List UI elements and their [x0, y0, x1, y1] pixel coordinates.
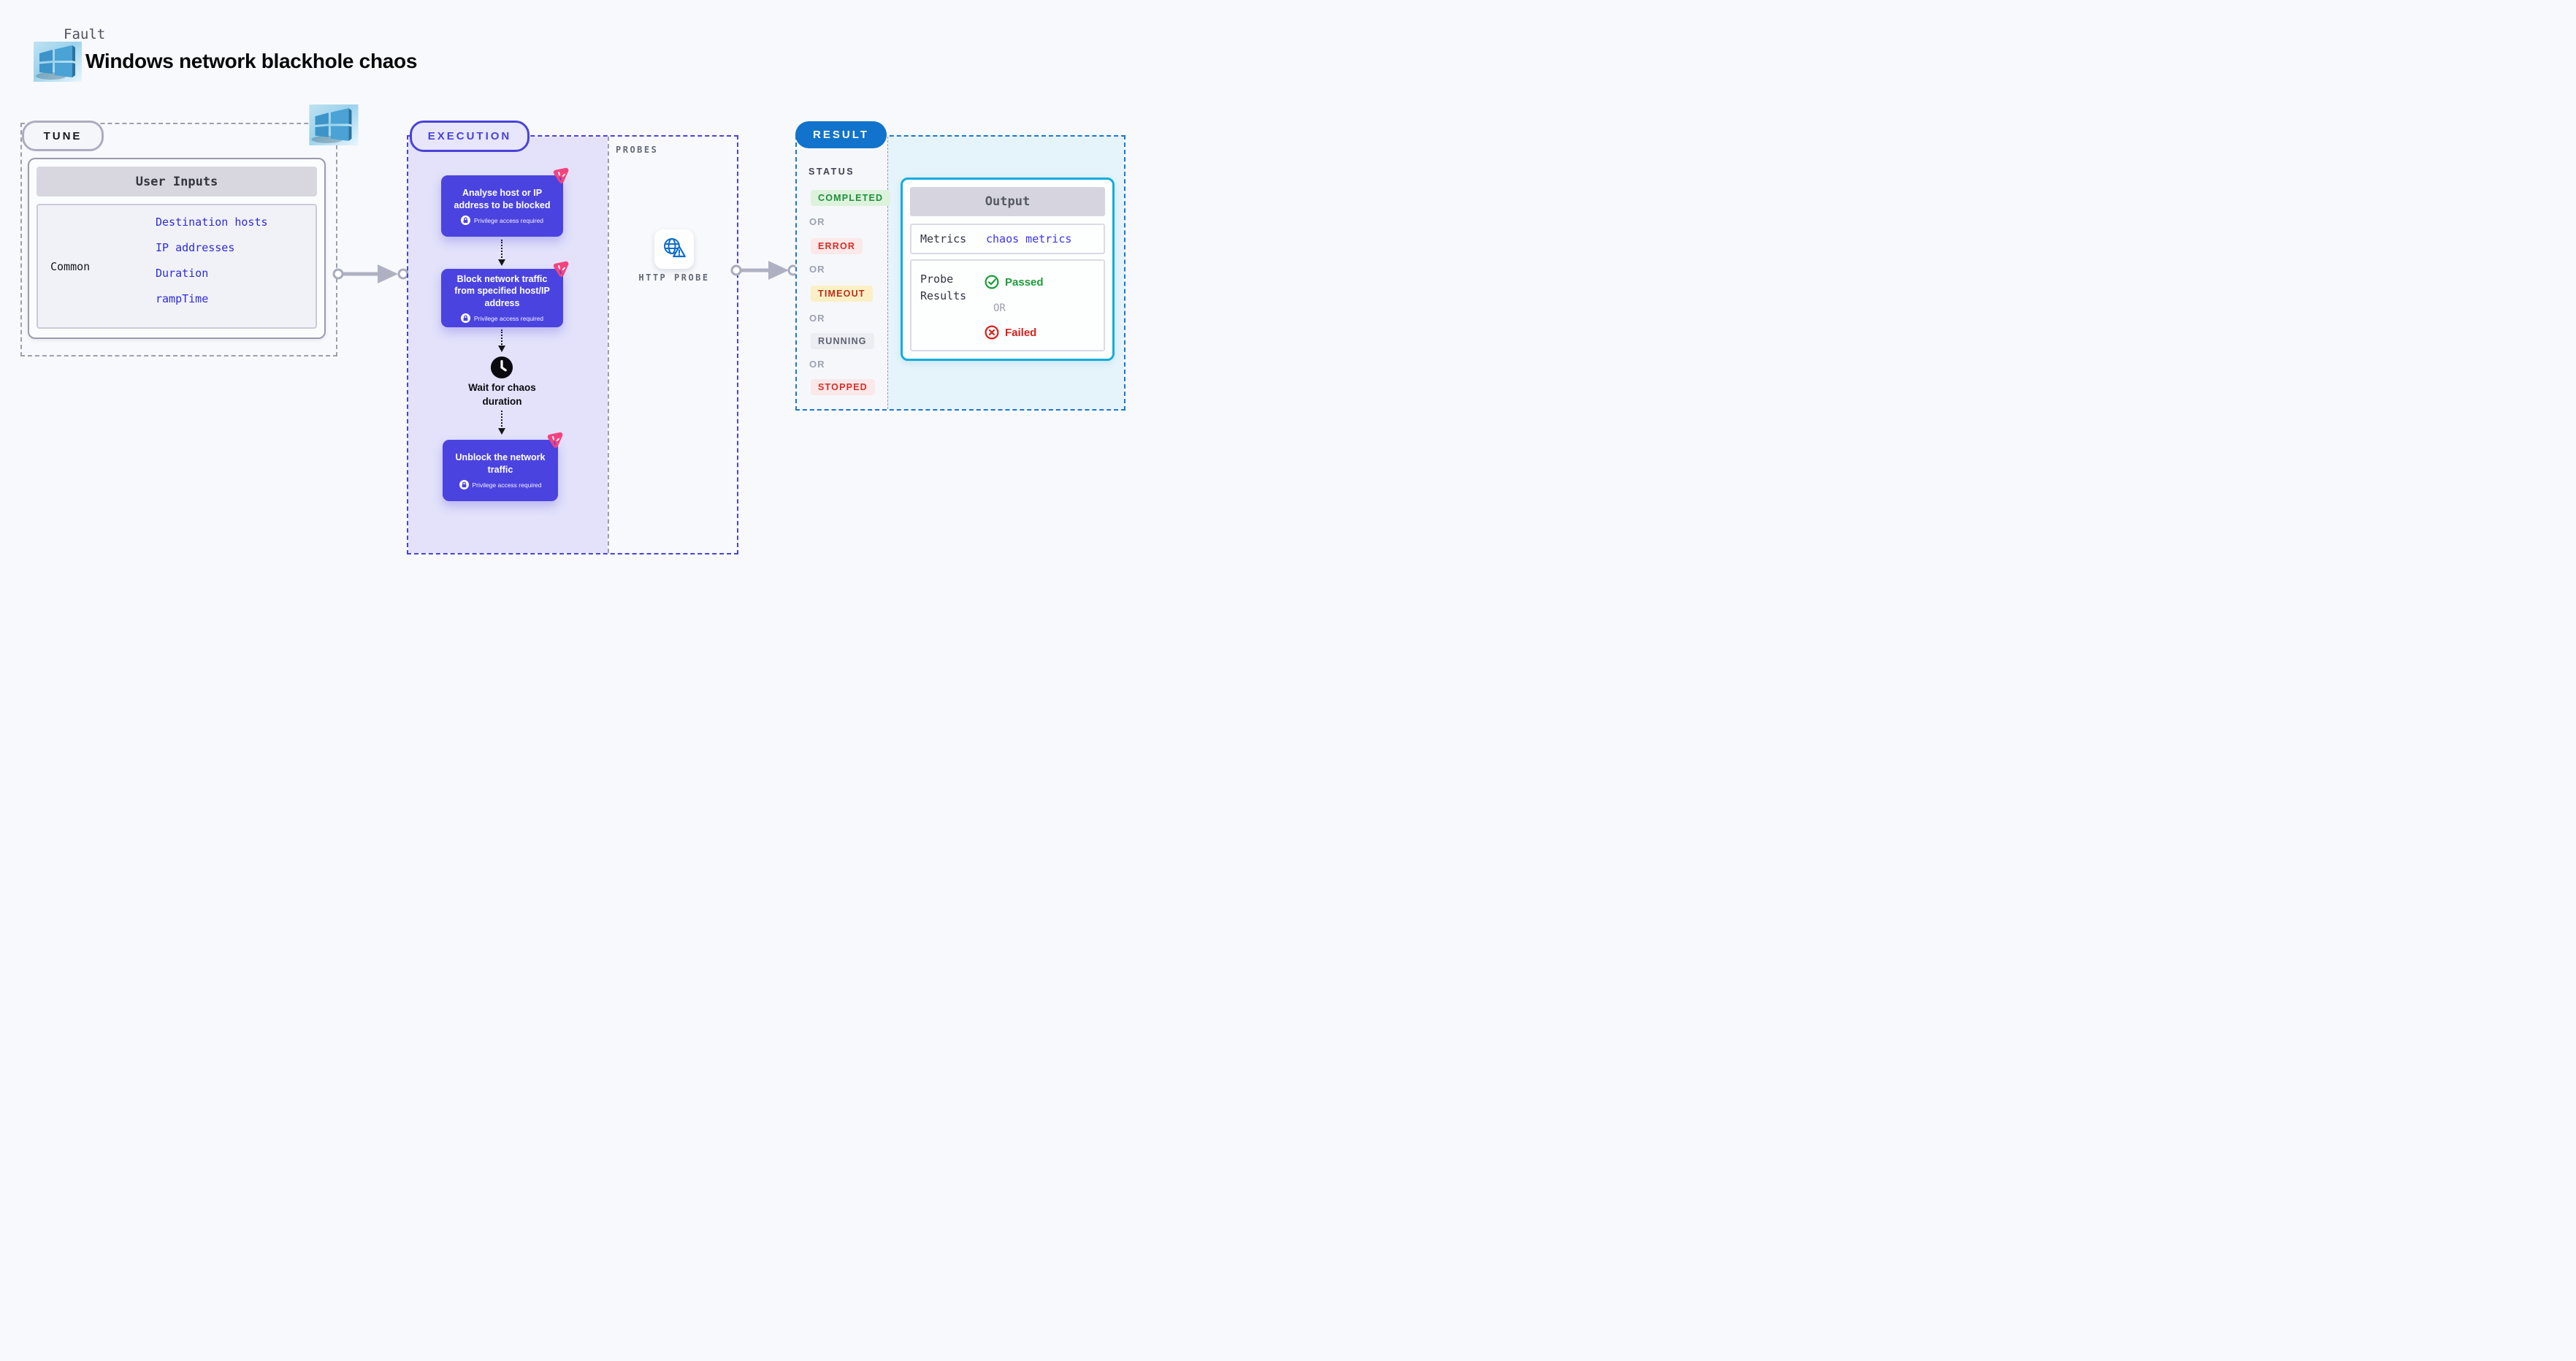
probe-results-row: Probe Results Passed OR Failed: [910, 259, 1105, 351]
flow-arrow-down: [497, 329, 505, 352]
arrow-right-icon: [332, 262, 410, 286]
probes-divider: [608, 137, 609, 553]
step-block-traffic: Block network traffic from specified hos…: [441, 269, 563, 327]
http-probe-card: [654, 229, 694, 269]
lock-icon: [461, 216, 471, 225]
status-title: STATUS: [809, 167, 855, 177]
metrics-label: Metrics: [920, 232, 967, 245]
arrow-right-icon: [730, 258, 799, 283]
metrics-row: Metrics chaos metrics: [910, 224, 1105, 254]
or-separator: OR: [809, 359, 825, 370]
link-destination-hosts[interactable]: Destination hosts: [156, 216, 268, 229]
fault-kicker: Fault: [64, 26, 106, 42]
row-label-common: Common: [50, 259, 91, 273]
fault-diagram-page: Fault Windows network blackhole chaos TU…: [0, 0, 1145, 605]
status-badge-error: ERROR: [811, 238, 863, 254]
step-title: Unblock the network traffic: [455, 452, 546, 475]
or-separator: OR: [809, 313, 825, 324]
flow-arrow-down: [497, 240, 505, 266]
chaos-metrics-link[interactable]: chaos metrics: [986, 232, 1072, 245]
status-badge-running: RUNNING: [811, 333, 874, 349]
x-circle-icon: [985, 325, 999, 340]
or-separator: OR: [993, 302, 1006, 314]
windows-logo-icon: [34, 42, 82, 82]
link-duration[interactable]: Duration: [156, 267, 209, 280]
verdict-failed: Failed: [985, 325, 1036, 340]
output-card: Output Metrics chaos metrics Probe Resul…: [901, 178, 1115, 361]
lock-icon: [459, 480, 469, 489]
flow-arrow-down: [497, 411, 505, 435]
result-pill: RESULT: [795, 121, 887, 148]
step-title: Block network traffic from specified hos…: [454, 273, 550, 308]
or-separator: OR: [809, 264, 825, 275]
link-ramptime[interactable]: rampTime: [156, 292, 209, 305]
or-separator: OR: [809, 216, 825, 227]
link-ip-addresses[interactable]: IP addresses: [156, 241, 235, 254]
page-title: Windows network blackhole chaos: [85, 50, 418, 72]
wait-node-label: Wait for chaos duration: [468, 382, 536, 407]
failed-label: Failed: [1005, 326, 1037, 339]
tune-pill: TUNE: [22, 121, 104, 151]
tune-section: [20, 123, 337, 357]
user-inputs-card: User Inputs Common Destination hosts IP …: [28, 158, 326, 339]
status-badge-completed: COMPLETED: [811, 190, 891, 206]
status-badge-stopped: STOPPED: [811, 379, 875, 395]
user-inputs-header: User Inputs: [37, 167, 317, 197]
step-unblock-traffic: Unblock the network traffic Privilege ac…: [443, 440, 558, 501]
step-analyse-host: Analyse host or IP address to be blocked…: [441, 175, 563, 237]
chaos-scenario-icon: [549, 259, 571, 281]
clock-icon: [490, 356, 513, 379]
privilege-note: Privilege access required: [472, 481, 542, 489]
passed-label: Passed: [1005, 275, 1044, 289]
user-input-links: Destination hosts IP addresses Duration …: [156, 216, 268, 305]
http-probe-label: HTTP PROBE: [638, 272, 710, 283]
verdict-passed: Passed: [985, 275, 1044, 289]
user-inputs-table: Common Destination hosts IP addresses Du…: [37, 204, 317, 329]
privilege-note: Privilege access required: [474, 314, 543, 322]
privilege-note: Privilege access required: [474, 216, 543, 224]
chaos-scenario-icon: [543, 430, 565, 451]
step-title: Analyse host or IP address to be blocked: [454, 188, 551, 210]
result-divider: [887, 137, 888, 409]
execution-pill: EXECUTION: [410, 121, 530, 152]
globe-warning-icon: [664, 238, 686, 258]
status-badge-timeout: TIMEOUT: [811, 286, 873, 302]
chaos-scenario-icon: [549, 165, 571, 187]
check-circle-icon: [985, 275, 999, 289]
windows-logo-icon: [309, 104, 359, 145]
probes-label: PROBES: [616, 145, 659, 155]
lock-icon: [461, 313, 471, 324]
probe-results-label: Probe Results: [920, 272, 967, 302]
output-header: Output: [910, 187, 1105, 216]
